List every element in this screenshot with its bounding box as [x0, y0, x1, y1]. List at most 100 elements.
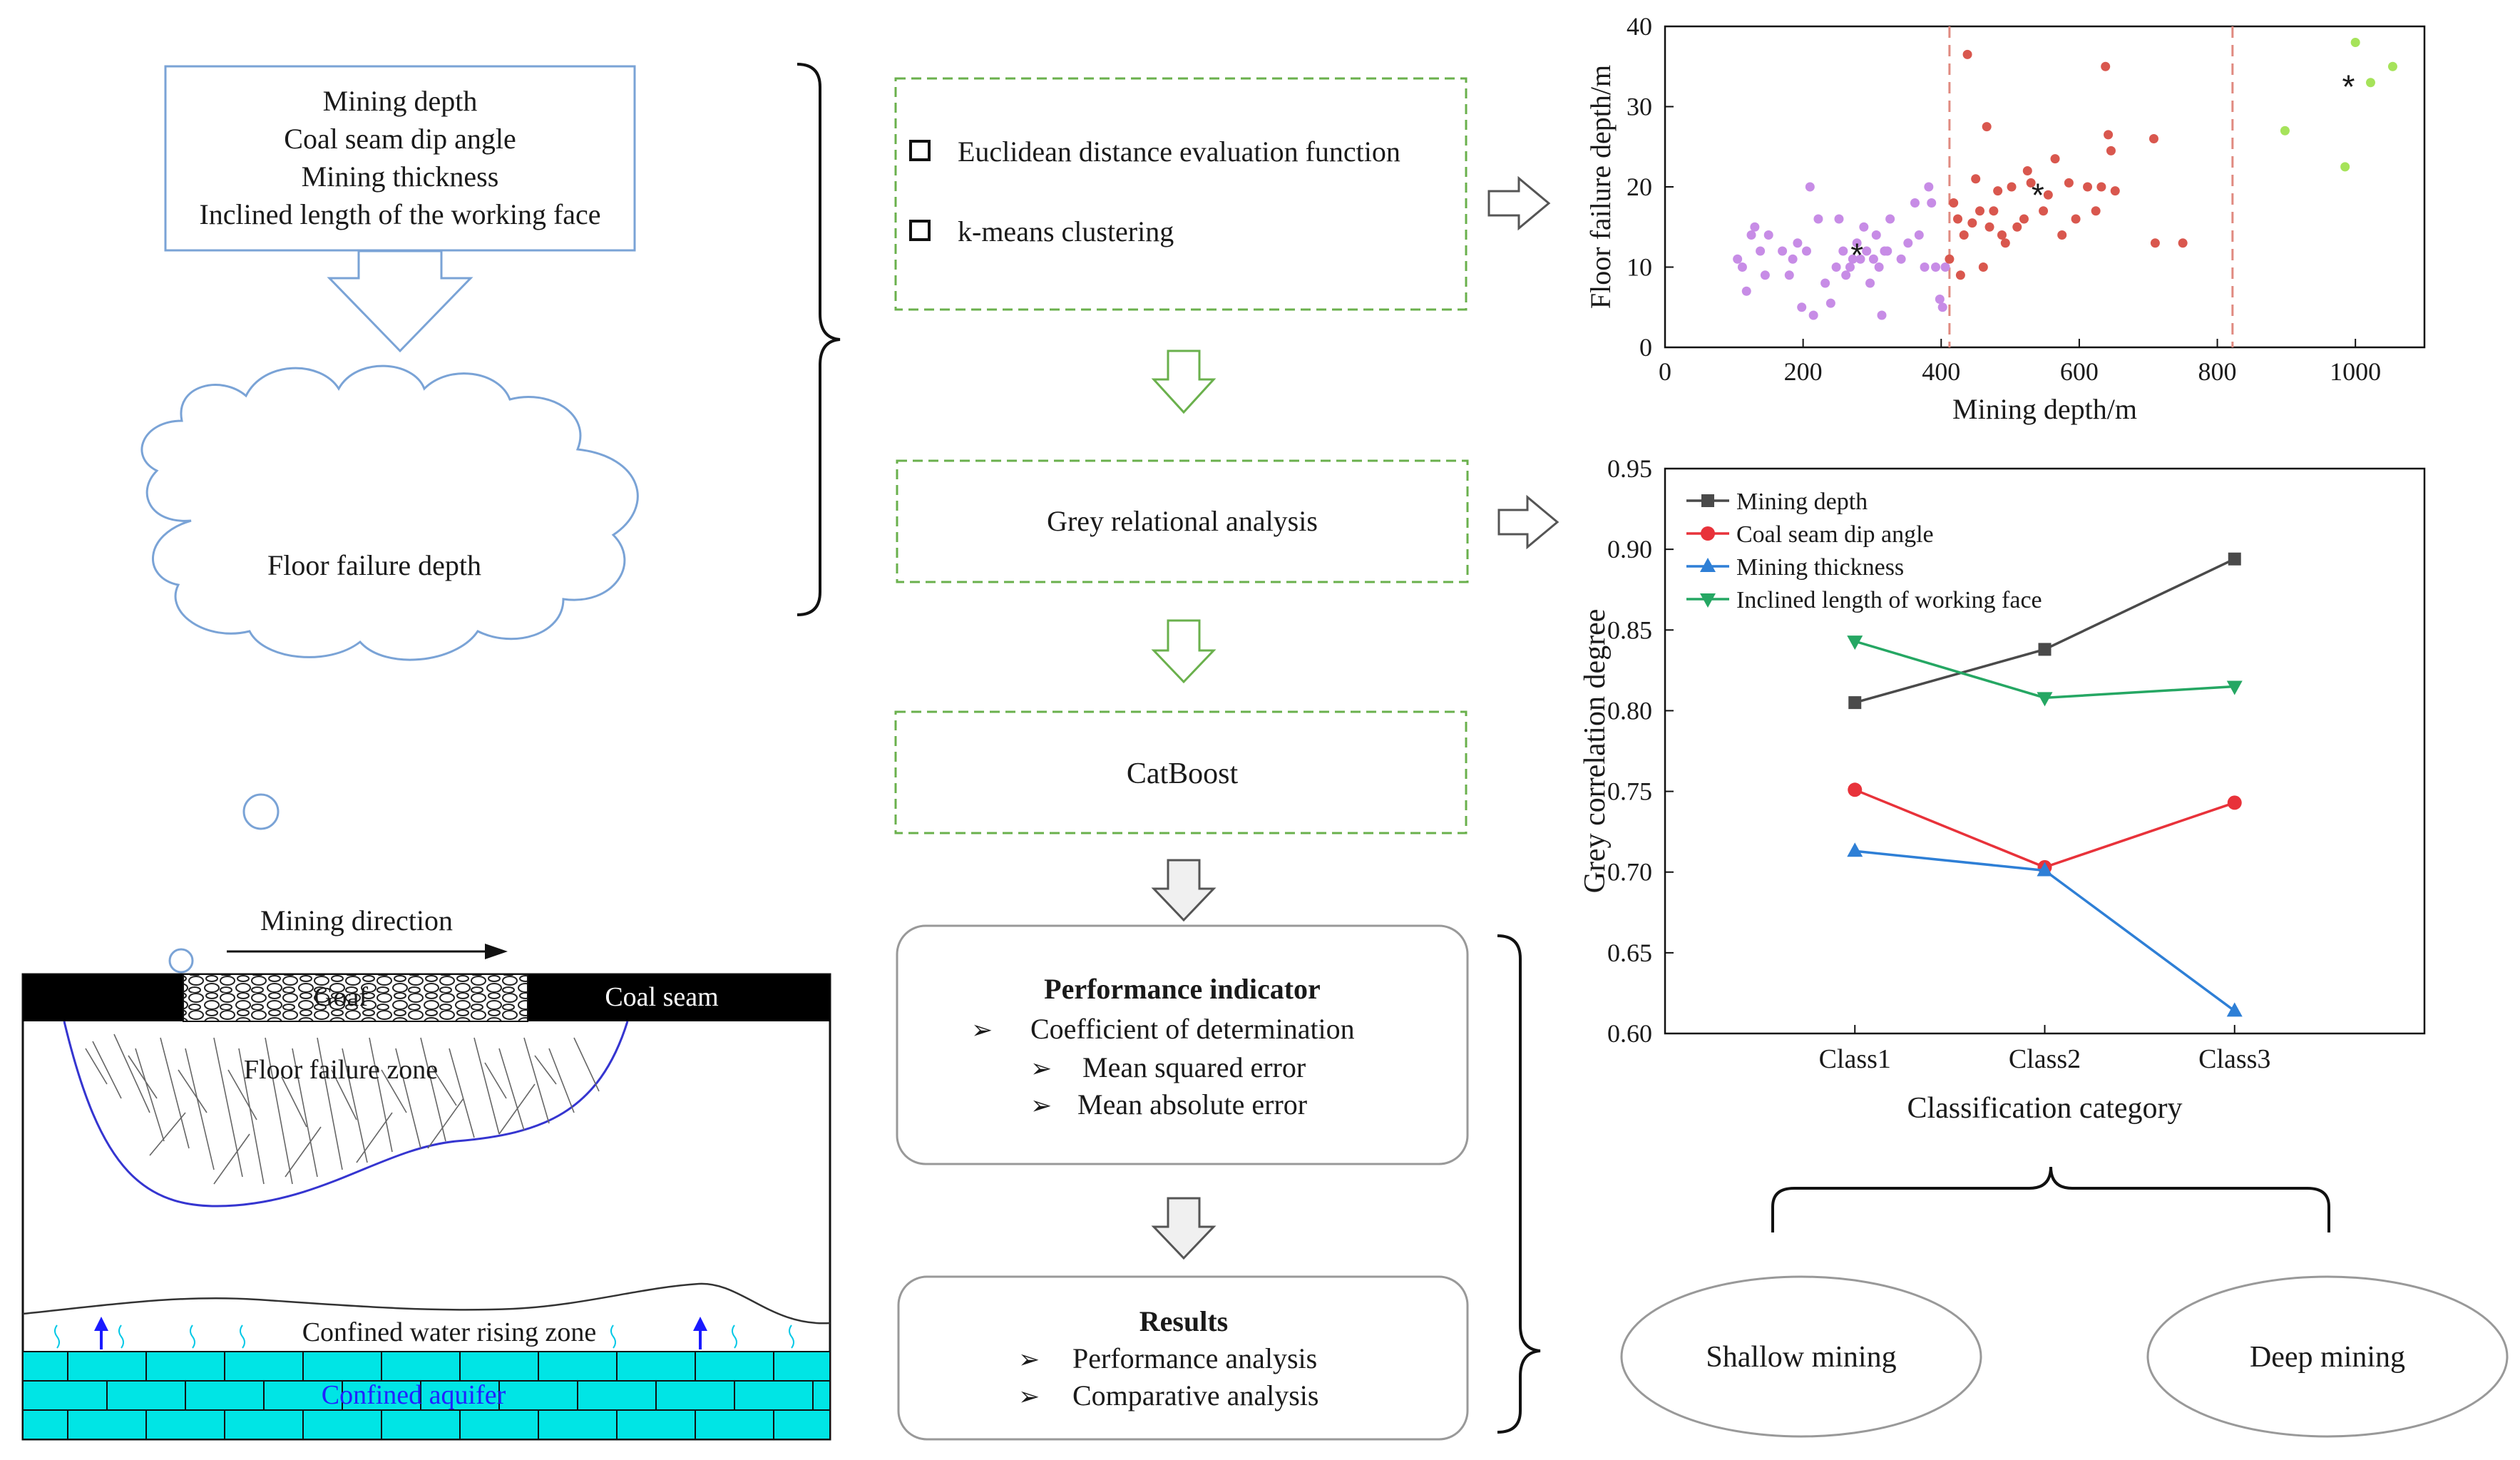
plot-frame: [1664, 25, 2426, 349]
scatter-point: [1931, 262, 1941, 272]
scatter-point: [2280, 126, 2290, 136]
scatter-point: [2101, 61, 2111, 71]
triangle-down-marker: [2226, 680, 2243, 695]
legend-label: Coal seam dip angle: [1736, 521, 1934, 548]
deep-mining-label: Deep mining: [2250, 1341, 2405, 1374]
cloud-label: Floor failure depth: [267, 549, 481, 581]
scatter-point: [1808, 310, 1818, 320]
right-arrow-icon: [1487, 175, 1551, 231]
scatter-point: [1949, 198, 1959, 208]
floor-failure-zone-label: Floor failure zone: [244, 1055, 438, 1085]
plot-frame: [1664, 467, 2426, 1035]
performance-title: Performance indicator: [1044, 973, 1321, 1005]
water-rising-boundary: [22, 1282, 831, 1324]
scatter-point: [2340, 162, 2350, 172]
scatter-point: [1788, 254, 1798, 264]
scatter-point: [2091, 206, 2101, 216]
scatter-point: [1746, 230, 1756, 240]
x-tick-label: 600: [2060, 357, 2099, 386]
bottom-curly-brace: [1771, 1166, 2330, 1232]
coal-seam-label: Coal seam: [605, 982, 718, 1012]
scatter-point: [1820, 278, 1830, 288]
confined-aquifer-label: Confined aquifer: [322, 1380, 506, 1410]
scatter-point: [1978, 262, 1988, 272]
series-2: [1847, 842, 2243, 1017]
legend-label: Mining thickness: [1736, 554, 1904, 581]
scatter-point: [2083, 182, 2093, 192]
floor-failure-depth-cloud: Floor failure depth: [140, 364, 639, 661]
scatter-point: [1971, 174, 1981, 184]
scatter-point: [1855, 254, 1865, 264]
circle-marker: [1848, 782, 1863, 797]
scatter-point: [2096, 182, 2106, 192]
scatter-point: [1910, 198, 1920, 208]
scatter-point: [2039, 206, 2049, 216]
scatter-point: [2019, 214, 2029, 224]
scatter-point: [2104, 130, 2114, 140]
performance-box: Performance indicator ➢ Coefficient of d…: [896, 924, 1469, 1165]
y-tick-label: 0.90: [1607, 535, 1652, 563]
checkbox-icon: [909, 220, 931, 241]
input-line-1: Mining depth: [323, 85, 478, 117]
x-tick-label: 0: [1659, 357, 1671, 386]
y-tick-label: 10: [1627, 253, 1652, 282]
bullet-arrow-icon: ➢: [1030, 1091, 1052, 1120]
green-down-arrow-icon: [1151, 349, 1217, 414]
scatter-point: [1834, 214, 1844, 224]
thought-bubble-medium: [168, 948, 194, 974]
square-marker: [1701, 494, 1714, 507]
scatter-point: [1953, 214, 1963, 224]
checkbox-icon: [909, 140, 931, 161]
results-box: Results ➢ Performance analysis ➢ Compara…: [897, 1275, 1469, 1441]
scatter-point: [1927, 198, 1937, 208]
circle-marker: [1701, 526, 1715, 541]
scatter-point: [2026, 178, 2036, 188]
gray-down-arrow-icon: [1151, 1197, 1217, 1260]
fracture-lines: [85, 1033, 600, 1185]
performance-item-1: Coefficient of determination: [1030, 1013, 1355, 1045]
triangle-down-marker: [1700, 593, 1716, 608]
performance-item-3: Mean absolute error: [1077, 1088, 1307, 1120]
scatter-point: [1859, 222, 1869, 232]
input-line-3: Mining thickness: [302, 160, 499, 193]
square-marker: [1848, 696, 1862, 710]
results-item-1: Performance analysis: [1072, 1342, 1317, 1374]
scatter-point: [1871, 230, 1881, 240]
scatter-point: [1896, 254, 1906, 264]
y-tick-label: 0.95: [1607, 454, 1652, 483]
triangle-up-marker: [1847, 842, 1863, 857]
scatter-point: [2057, 230, 2067, 240]
scatter-point: [1877, 310, 1887, 320]
y-tick-label: 0.80: [1607, 696, 1652, 725]
triangle-down-marker: [2037, 692, 2053, 707]
shallow-mining-oval: Shallow mining: [1620, 1275, 1982, 1438]
scatter-point: [1737, 262, 1747, 272]
left-curly-brace: [797, 63, 841, 616]
circle-marker: [2227, 795, 2242, 810]
scatter-point: [1997, 230, 2007, 240]
y-tick-label: 0.85: [1607, 616, 1652, 644]
scatter-point: [1750, 222, 1760, 232]
x-tick-label: Class2: [2009, 1044, 2081, 1074]
triangle-up-marker: [2226, 1002, 2243, 1017]
water-pressure-arrow-left-icon: [94, 1317, 108, 1349]
y-tick-label: 40: [1627, 12, 1652, 41]
scatter-point: [2071, 214, 2081, 224]
scatter-point: [1841, 270, 1851, 280]
scatter-point: [1838, 246, 1848, 256]
scatter-point: [1801, 246, 1811, 256]
scatter-point: [1982, 122, 1992, 132]
scatter-point: [2148, 134, 2158, 143]
scatter-point: [1984, 222, 1994, 232]
x-tick-label: 400: [1922, 357, 1960, 386]
triangle-up-marker: [2037, 862, 2053, 877]
inputs-box: Mining depth Coal seam dip angle Mining …: [164, 65, 636, 252]
coal-seam-left: [23, 974, 183, 1021]
scatter-point: [1756, 246, 1766, 256]
performance-item-2: Mean squared error: [1082, 1051, 1306, 1083]
scatter-point: [2012, 222, 2022, 232]
results-item-2: Comparative analysis: [1072, 1379, 1318, 1411]
mining-direction-label: Mining direction: [260, 904, 453, 936]
aquifer-brick-lines: [23, 1352, 830, 1439]
